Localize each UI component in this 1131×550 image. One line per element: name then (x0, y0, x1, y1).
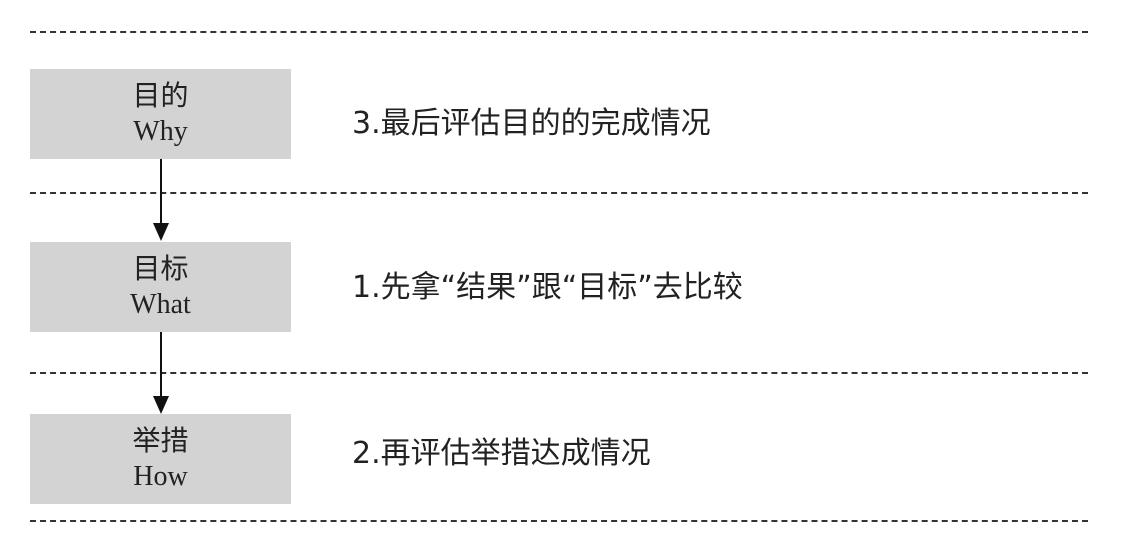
description-why: 3.最后评估目的的完成情况 (352, 106, 711, 141)
dashed-divider-1 (30, 192, 1088, 194)
box-how-english-label: How (133, 461, 188, 492)
box-why-english-label: Why (133, 116, 188, 147)
dashed-divider-2 (30, 372, 1088, 374)
box-what: 目标 What (30, 242, 291, 332)
arrow-why-to-what (153, 159, 169, 241)
box-what-english-label: What (130, 289, 191, 320)
box-what-chinese-label: 目标 (132, 252, 189, 285)
description-how: 2.再评估举措达成情况 (352, 436, 651, 471)
box-how: 举措 How (30, 414, 291, 504)
box-why: 目的 Why (30, 69, 291, 159)
box-why-chinese-label: 目的 (132, 79, 189, 112)
box-how-chinese-label: 举措 (132, 424, 189, 457)
description-what: 1.先拿“结果”跟“目标”去比较 (352, 270, 743, 305)
dashed-divider-bottom (30, 520, 1088, 522)
dashed-divider-top (30, 31, 1088, 33)
